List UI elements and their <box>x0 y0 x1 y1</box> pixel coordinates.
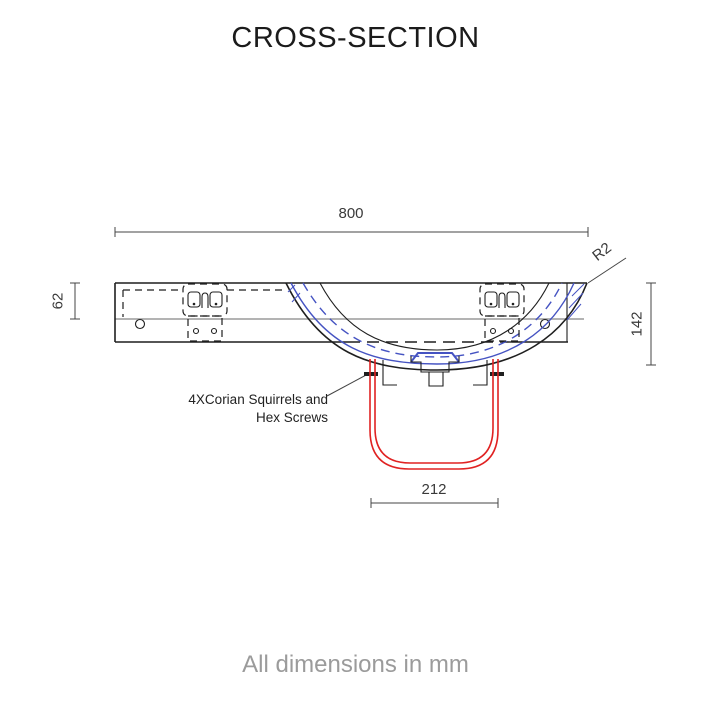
dim-trap-width: 212 <box>421 481 447 498</box>
hidden-batten-line <box>122 289 283 317</box>
hatch-left <box>287 284 301 303</box>
units-note: All dimensions in mm <box>242 651 469 678</box>
dim-counter-thickness: 62 <box>49 292 67 310</box>
leader-fixings-note <box>326 373 369 397</box>
leader-corner-radius <box>587 257 627 284</box>
drain-step-left <box>382 360 397 386</box>
squirrel-bracket-left <box>182 283 228 342</box>
mount-hole-right <box>539 318 551 330</box>
drain-tailpipe <box>428 372 444 387</box>
fixings-note: 4XCorian Squirrels and Hex Screws <box>160 391 328 427</box>
basin-hidden-curve <box>302 282 563 358</box>
fixings-note-line1: 4XCorian Squirrels and <box>188 392 328 407</box>
dim-line-trap-width <box>370 498 499 508</box>
drain-step-right <box>473 360 488 386</box>
drain-body <box>410 356 460 373</box>
fixings-note-line2: Hex Screws <box>255 410 328 425</box>
basin-inner-curve <box>319 282 550 351</box>
drawing-title: CROSS-SECTION <box>231 22 480 54</box>
hex-screw-right <box>490 372 504 376</box>
trap-pipe-inner <box>374 359 494 464</box>
trap-pipe-outer <box>369 359 499 470</box>
dim-line-basin-depth <box>646 282 656 366</box>
mount-hole-left <box>134 318 146 330</box>
dim-basin-depth: 142 <box>628 311 646 337</box>
drain-flange <box>410 352 460 363</box>
hex-screw-left <box>364 372 378 376</box>
dim-line-counter-thickness <box>70 282 80 320</box>
dim-line-overall-width <box>114 227 589 237</box>
drain-assembly <box>364 352 504 387</box>
basin-cut-curve <box>290 282 575 365</box>
squirrel-bracket-right <box>479 283 525 342</box>
basin-outer-curve <box>285 282 588 371</box>
hatch-right <box>566 283 585 321</box>
dim-overall-width: 800 <box>338 205 364 222</box>
